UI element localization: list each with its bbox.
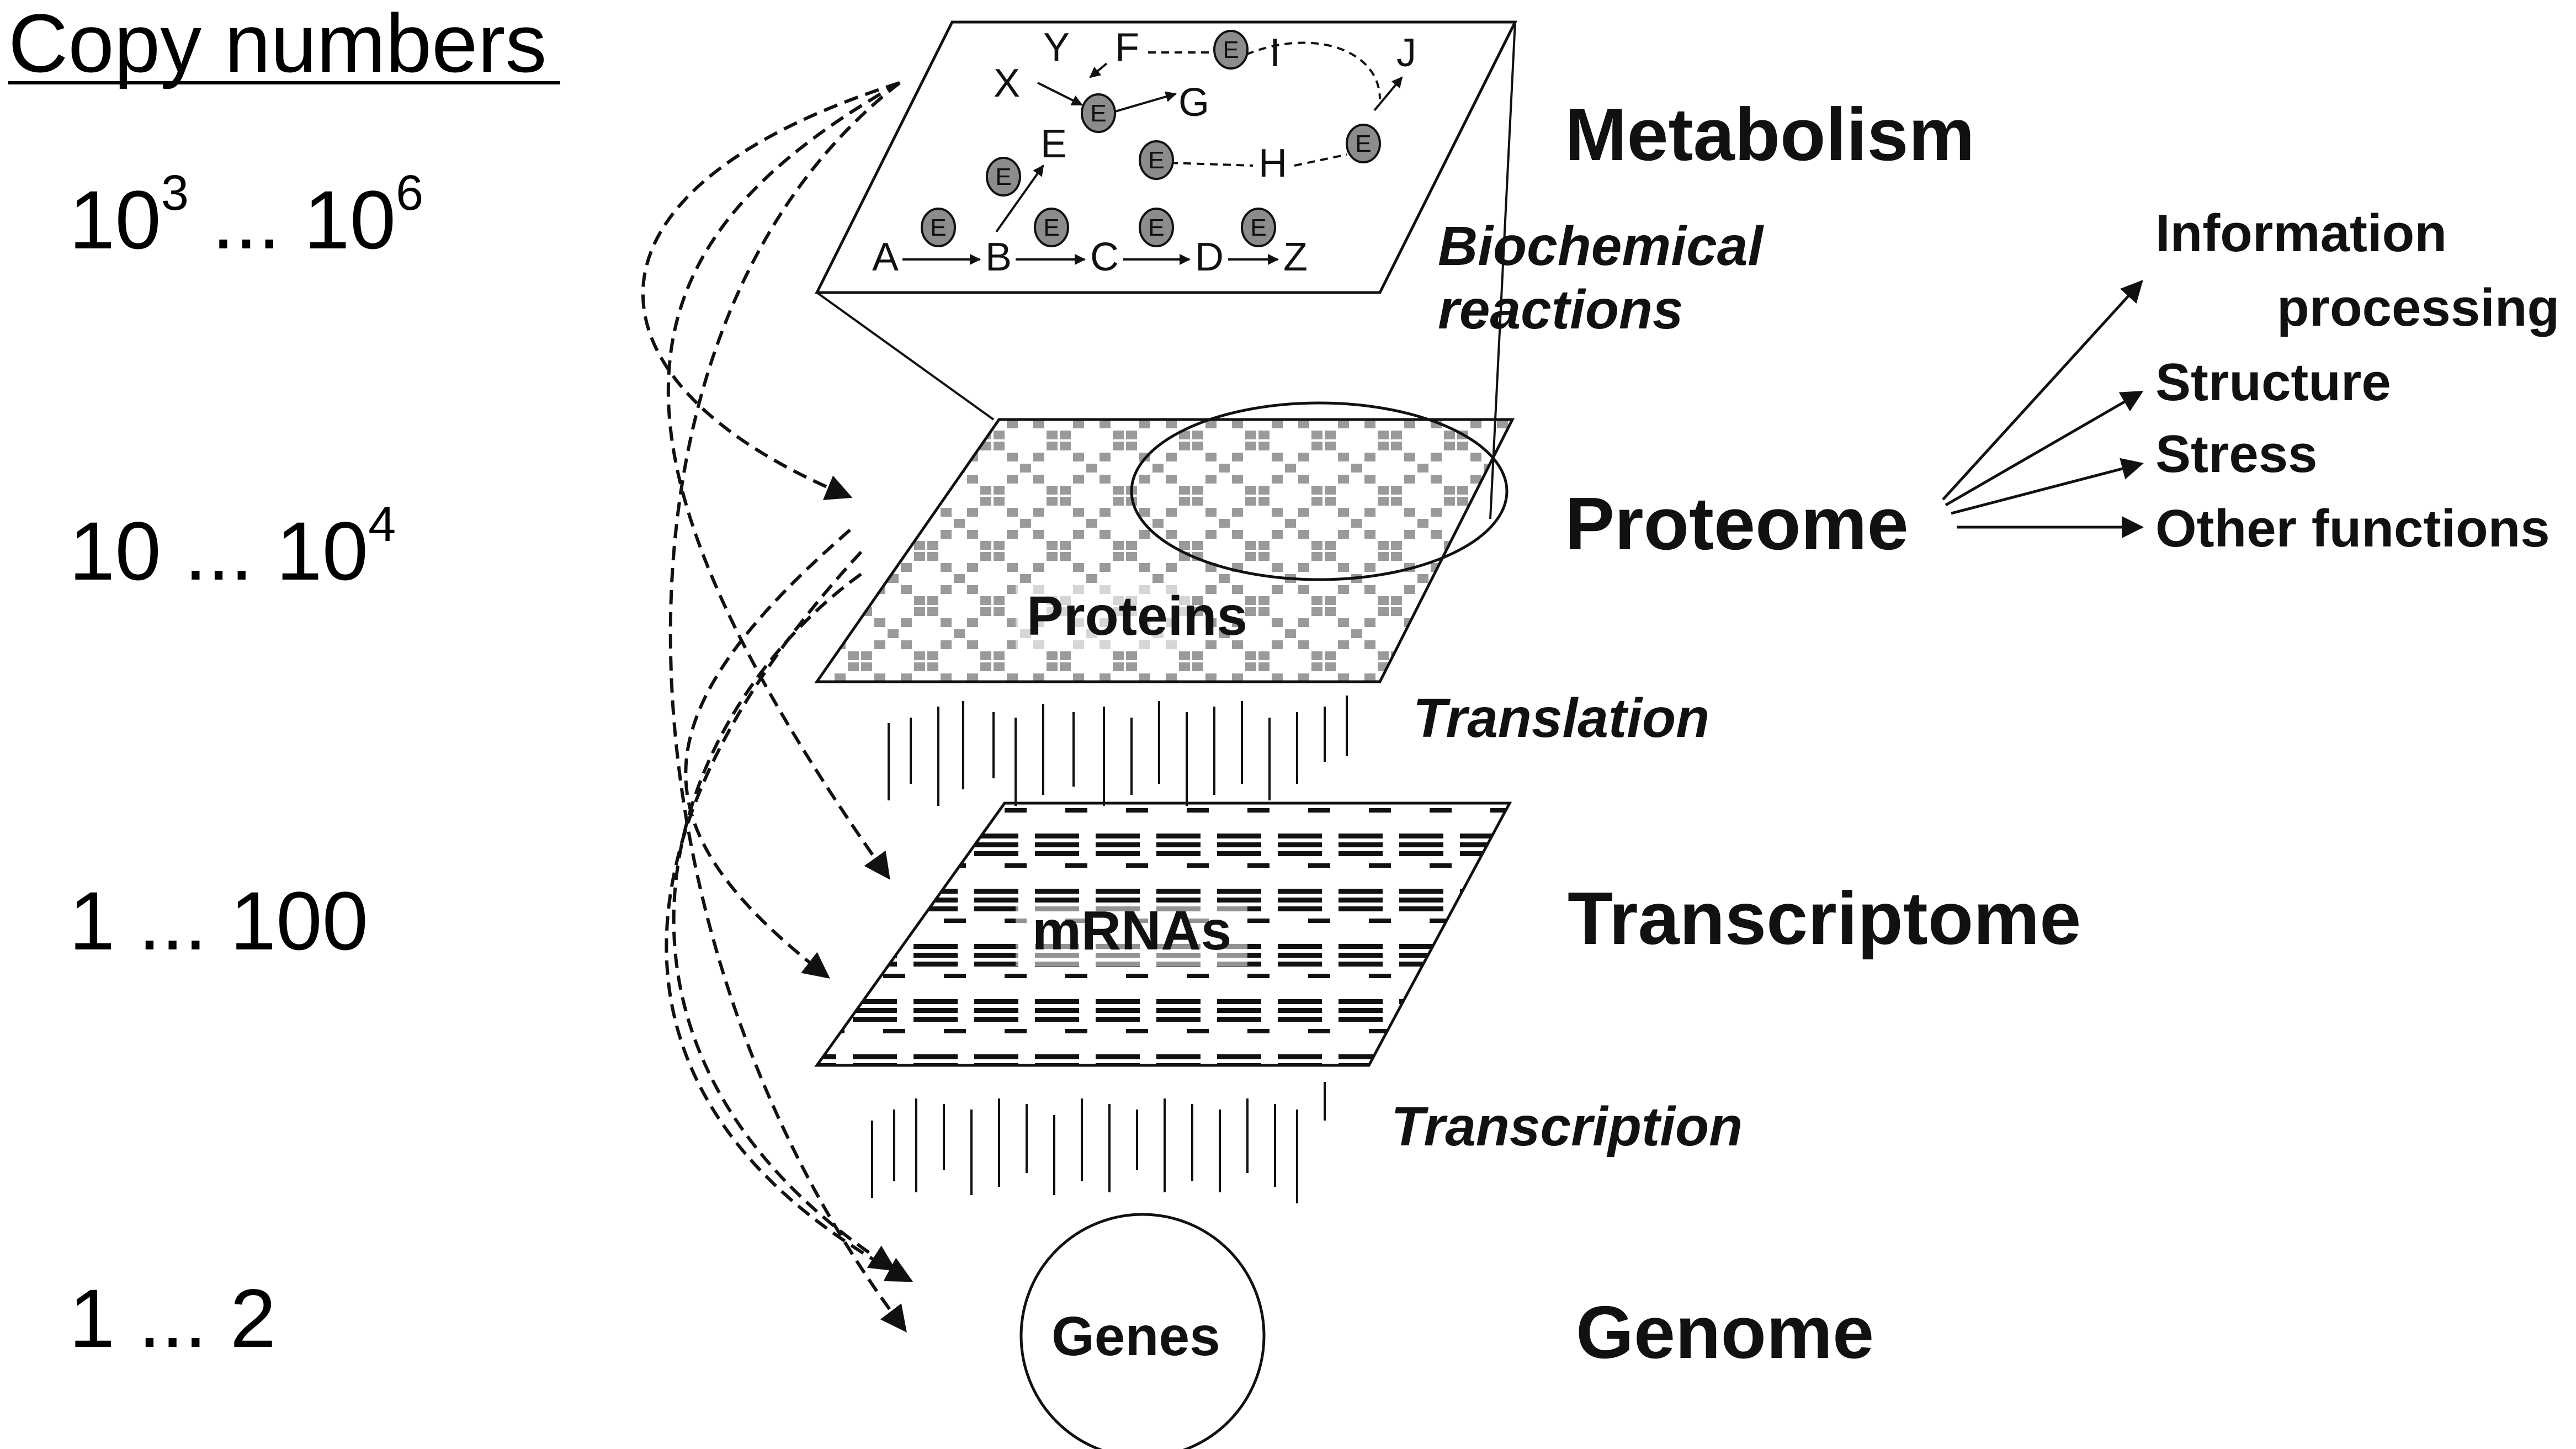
metabolite-y: Y <box>1043 25 1070 70</box>
function-processing: processing <box>2277 278 2559 337</box>
metabolite-a: A <box>872 235 899 279</box>
metabolite-f: F <box>1115 25 1139 70</box>
copy-number-transcriptome: 1 ... 100 <box>69 874 368 967</box>
enzyme-label: E <box>1250 214 1266 241</box>
level-metabolism: Metabolism <box>1565 93 1975 176</box>
metabolite-b: B <box>985 235 1012 279</box>
metabolite-c: C <box>1090 235 1119 279</box>
function-stress: Stress <box>2155 424 2318 484</box>
metabolite-e: E <box>1040 122 1067 166</box>
metabolite-g: G <box>1178 81 1209 125</box>
level-genome: Genome <box>1576 1291 1874 1374</box>
proteins-label: Proteins <box>1027 585 1247 647</box>
metabolic-network: A B C D Z E X Y F G H I J <box>872 25 1416 279</box>
metabolite-i: I <box>1270 31 1281 75</box>
translation-label: Translation <box>1413 687 1709 749</box>
biochemical-reactions-line-1: Biochemical <box>1438 215 1764 277</box>
metabolite-z: Z <box>1283 235 1308 279</box>
protein-subset-ellipse <box>1130 401 1509 581</box>
genome-circle: Genes <box>1019 1213 1266 1449</box>
enzyme-icon <box>1346 124 1381 163</box>
enzyme-icon <box>1081 93 1116 133</box>
transcription-label: Transcription <box>1391 1096 1743 1158</box>
enzyme-label: E <box>1090 100 1106 127</box>
genes-label: Genes <box>1051 1305 1220 1367</box>
enzyme-icon <box>1213 30 1249 70</box>
metabolite-j: J <box>1396 31 1416 75</box>
transcription-arrows <box>871 1082 1326 1203</box>
level-transcriptome: Transcriptome <box>1568 877 2081 960</box>
metabolite-d: D <box>1195 235 1224 279</box>
enzyme-label: E <box>995 163 1011 190</box>
enzyme-icon <box>1034 208 1069 247</box>
metabolite-h: H <box>1258 141 1287 185</box>
enzyme-label: E <box>1148 214 1164 241</box>
level-proteome: Proteome <box>1565 482 1909 565</box>
translation-arrows <box>888 696 1348 806</box>
enzyme-icon <box>1241 208 1276 247</box>
metabolite-x: X <box>994 61 1020 105</box>
copy-number-genome: 1 ... 2 <box>69 1272 276 1365</box>
enzyme-label: E <box>1355 130 1371 157</box>
biochemical-reactions-line-2: reactions <box>1438 279 1683 341</box>
transcriptome-plane: mRNAs <box>814 802 1512 1067</box>
mrnas-label: mRNAs <box>1032 900 1231 962</box>
enzyme-icon <box>1139 140 1174 180</box>
copy-numbers-header: Copy numbers <box>8 0 546 89</box>
copy-numbers-column: Copy numbers 103 ... 106 10 ... 104 1 ..… <box>8 0 560 1365</box>
enzyme-label: E <box>1043 214 1059 241</box>
enzyme-label: E <box>1223 36 1239 63</box>
copy-number-proteome: 10 ... 104 <box>69 497 396 597</box>
proteome-plane: Proteins <box>814 401 1515 683</box>
enzyme-label: E <box>1148 147 1164 174</box>
dashed-connectors <box>641 81 913 1333</box>
enzyme-icon <box>921 208 956 247</box>
protein-function-arrows <box>1942 280 2144 538</box>
enzyme-label: E <box>930 214 946 241</box>
function-other: Other functions <box>2155 499 2550 558</box>
function-information: Information <box>2155 204 2447 263</box>
enzyme-icon <box>1139 208 1174 247</box>
function-structure: Structure <box>2155 353 2391 412</box>
enzyme-icon <box>986 157 1021 197</box>
copy-number-metabolism: 103 ... 106 <box>69 166 423 266</box>
